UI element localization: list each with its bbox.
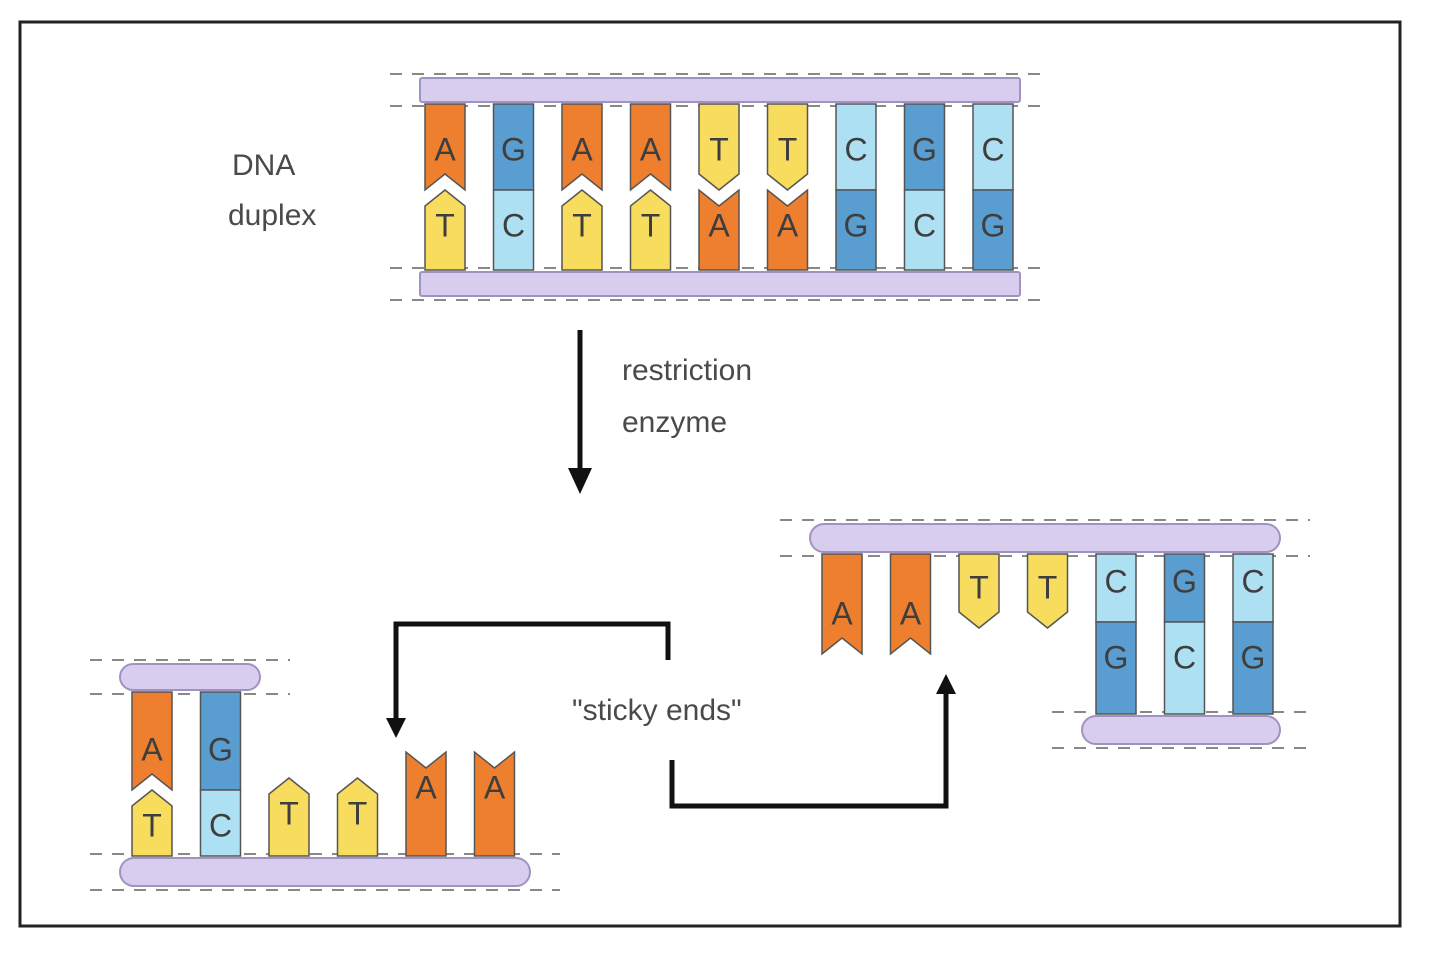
base-c: C (844, 131, 867, 167)
duplex-top-base-2: A (561, 103, 603, 192)
left-paired-top-1: G (199, 691, 242, 791)
base-c: C (1104, 563, 1127, 599)
base-a: A (141, 731, 163, 767)
right-bottom-backbone (1052, 711, 1310, 749)
arrow-head-down (568, 468, 592, 494)
left-fragment: A T G C T T A A (90, 659, 560, 891)
duplex-base-pairs: A T G C A T A T T A T A C G G C C G (424, 103, 1014, 271)
base-c: C (209, 807, 232, 843)
arrow-head-right-fragment (936, 674, 956, 694)
base-t: T (709, 131, 729, 167)
base-a: A (484, 769, 506, 805)
base-t: T (969, 569, 989, 605)
base-a: A (900, 595, 922, 631)
duplex-label-line1: DNA (232, 149, 295, 182)
base-g: G (981, 207, 1006, 243)
base-t: T (348, 795, 368, 831)
base-g: G (208, 731, 233, 767)
base-a: A (434, 131, 456, 167)
right-top-backbone (780, 519, 1310, 557)
base-t: T (572, 207, 592, 243)
arrow-head-left-fragment (386, 718, 406, 738)
enzyme-label-line1: restriction (622, 354, 752, 387)
duplex-bottom-backbone (390, 267, 1050, 301)
base-a: A (831, 595, 853, 631)
base-g: G (1104, 639, 1129, 675)
duplex-bottom-base-6: G (835, 189, 877, 271)
base-a: A (708, 207, 730, 243)
base-t: T (279, 795, 299, 831)
duplex-bottom-base-3: T (629, 189, 672, 271)
base-c: C (913, 207, 936, 243)
base-a: A (415, 769, 437, 805)
left-paired-bottom-0: T (131, 789, 173, 857)
left-overhang-1: T (336, 777, 379, 857)
base-g: G (912, 131, 937, 167)
base-c: C (1173, 639, 1196, 675)
enzyme-label-line2: enzyme (622, 406, 727, 439)
left-overhang-0: T (268, 777, 310, 857)
right-overhang-0: A (821, 553, 863, 656)
base-c: C (502, 207, 525, 243)
duplex-top-backbone (390, 73, 1050, 107)
arrow-to-left-fragment (393, 621, 671, 722)
left-paired-top-0: A (131, 691, 173, 792)
base-a: A (640, 131, 662, 167)
base-t: T (142, 807, 162, 843)
right-paired-top-1: G (1163, 553, 1206, 623)
right-overhang-2: T (958, 553, 1000, 629)
right-overhang-3: T (1026, 553, 1069, 629)
duplex-bottom-base-8: G (972, 189, 1014, 271)
duplex-top-base-7: G (903, 103, 946, 191)
base-t: T (1038, 569, 1058, 605)
left-bottom-backbone (90, 853, 560, 891)
right-paired-bottom-2: G (1232, 621, 1274, 715)
left-overhang-3: A (473, 750, 516, 857)
base-t: T (778, 131, 798, 167)
right-paired-top-2: C (1232, 553, 1274, 623)
duplex-bottom-base-5: A (766, 188, 809, 271)
right-overhang-1: A (889, 553, 932, 656)
base-c: C (981, 131, 1004, 167)
enzyme-arrow (568, 330, 592, 494)
duplex-top-base-0: A (424, 103, 466, 192)
duplex-bottom-base-1: C (492, 189, 535, 271)
right-fragment: A A T T C G G C C G (780, 519, 1310, 749)
duplex-top-base-6: C (835, 103, 877, 191)
base-g: G (1241, 639, 1266, 675)
duplex-top-base-1: G (492, 103, 535, 191)
duplex-bottom-base-7: C (903, 189, 946, 271)
base-a: A (571, 131, 593, 167)
base-t: T (435, 207, 455, 243)
duplex-top-base-5: T (766, 103, 809, 191)
dna-duplex: A T G C A T A T T A T A C G G C C G (390, 73, 1050, 301)
duplex-top-base-3: A (629, 103, 672, 192)
duplex-bottom-base-2: T (561, 189, 603, 271)
arrow-to-right-fragment (669, 690, 949, 809)
right-paired-bottom-0: G (1095, 621, 1137, 715)
left-paired-bottom-1: C (199, 789, 242, 857)
duplex-bottom-base-0: T (424, 189, 466, 271)
base-t: T (641, 207, 661, 243)
duplex-top-base-8: C (972, 103, 1014, 191)
base-c: C (1241, 563, 1264, 599)
left-overhang-2: A (405, 750, 447, 857)
right-paired-bottom-1: C (1163, 621, 1206, 715)
right-paired-top-0: C (1095, 553, 1137, 623)
sticky-ends-arrows (386, 621, 956, 809)
left-top-backbone (90, 659, 290, 695)
duplex-label-line2: duplex (228, 199, 316, 232)
sticky-ends-label: "sticky ends" (572, 694, 742, 727)
base-g: G (844, 207, 869, 243)
base-g: G (501, 131, 526, 167)
duplex-bottom-base-4: A (698, 188, 740, 271)
base-g: G (1172, 563, 1197, 599)
duplex-top-base-4: T (698, 103, 740, 191)
base-a: A (777, 207, 799, 243)
